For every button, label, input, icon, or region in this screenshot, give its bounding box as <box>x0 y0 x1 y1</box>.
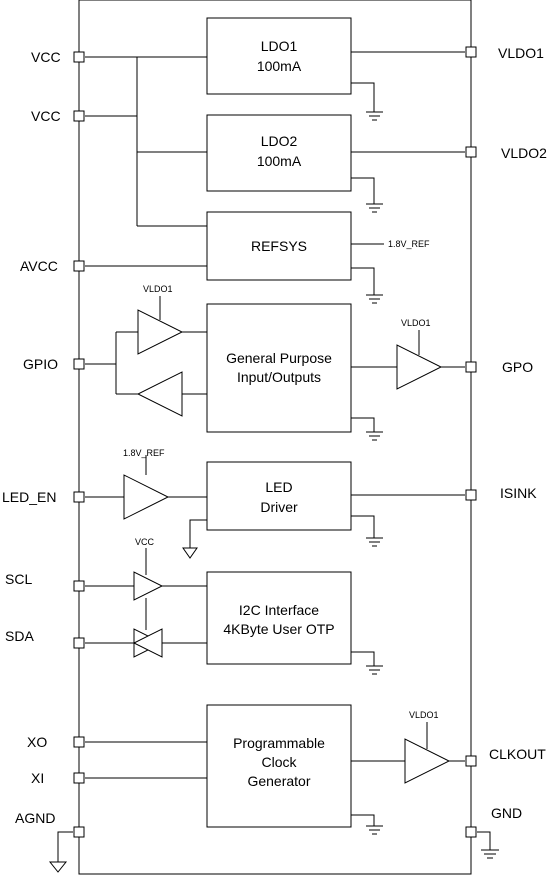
i2c-buffer-supply: VCC <box>135 537 155 547</box>
i2c-label-2: 4KByte User OTP <box>223 621 334 637</box>
gpio-block-label-1: General Purpose <box>226 350 332 366</box>
clock-label-3: Generator <box>247 773 310 789</box>
gpio-pad <box>73 358 85 370</box>
gpio-block: General Purpose Input/Outputs <box>206 303 352 433</box>
vcc1-pad <box>73 51 85 63</box>
led-wiring <box>85 455 465 548</box>
ground-icon <box>351 417 383 441</box>
scl-buffer-icon <box>133 571 164 601</box>
vldo2-pad <box>465 146 477 158</box>
ldo1-block: LDO1 100mA <box>206 17 352 95</box>
ldo2-block: LDO2 100mA <box>206 114 352 192</box>
ldo1-current: 100mA <box>257 58 302 74</box>
pin-label-vldo2: VLDO2 <box>501 145 547 161</box>
gpio-input-buffer-icon <box>137 309 184 355</box>
led-en-pad <box>73 491 85 503</box>
xo-pad <box>73 736 85 748</box>
right-pin-labels: VLDO1 VLDO2 GPO ISINK CLKOUT GND <box>489 45 547 821</box>
pin-label-led-en: LED_EN <box>2 489 56 505</box>
right-pads <box>465 46 477 838</box>
refsys-block: REFSYS <box>206 211 352 281</box>
clock-wiring <box>85 722 465 779</box>
pin-label-scl: SCL <box>5 571 32 587</box>
i2c-wiring <box>85 548 207 644</box>
supply-wiring <box>85 51 465 267</box>
gpio-block-label-2: Input/Outputs <box>237 369 321 385</box>
pin-label-vcc1: VCC <box>31 49 61 65</box>
pin-label-gpio: GPIO <box>23 356 58 372</box>
ground-icon <box>351 651 383 675</box>
led-en-buffer-icon <box>123 474 170 520</box>
vldo1-pad <box>465 46 477 58</box>
pin-label-xi: XI <box>31 770 44 786</box>
pin-label-clkout: CLKOUT <box>489 746 546 762</box>
sda-buffer-out-icon <box>132 628 163 658</box>
pin-label-xo: XO <box>27 734 47 750</box>
agnd-pad <box>73 826 85 838</box>
clk-buffer-supply: VLDO1 <box>409 710 439 720</box>
xi-pad <box>73 772 85 784</box>
clkout-pad <box>465 755 477 767</box>
ref-output-label: 1.8V_REF <box>388 239 430 249</box>
isink-pad <box>465 489 477 501</box>
led-driver-label-2: Driver <box>260 499 298 515</box>
led-buffer-supply: 1.8V_REF <box>123 448 165 458</box>
clock-block: Programmable Clock Generator <box>206 704 352 828</box>
gnd-pad <box>465 826 477 838</box>
gpio-buffer-supply: VLDO1 <box>143 284 173 294</box>
i2c-label-1: I2C Interface <box>239 602 319 618</box>
ldo1-label: LDO1 <box>261 38 298 54</box>
ground-icon <box>351 814 383 835</box>
ldo2-label: LDO2 <box>261 133 298 149</box>
clkout-buffer-icon <box>404 738 451 784</box>
ldo2-current: 100mA <box>257 153 302 169</box>
ground-icon <box>351 177 383 213</box>
ground-icon <box>351 515 383 547</box>
signal-ground-icon <box>182 547 198 559</box>
avcc-pad <box>73 260 85 272</box>
clock-label-1: Programmable <box>233 735 325 751</box>
led-driver-label-1: LED <box>265 479 292 495</box>
sda-pad <box>73 637 85 649</box>
pin-label-gnd: GND <box>491 805 522 821</box>
pin-label-isink: ISINK <box>500 485 537 501</box>
left-pin-labels: VCC VCC AVCC GPIO LED_EN SCL SDA XO XI A… <box>2 49 61 826</box>
agnd-ground-icon <box>48 831 73 873</box>
chip-outline <box>78 0 472 875</box>
gnd-ground-icon <box>477 831 499 859</box>
gpio-output-buffer-icon <box>136 371 183 417</box>
gpio-wiring <box>85 296 465 395</box>
vcc2-pad <box>73 110 85 122</box>
pin-label-agnd: AGND <box>15 810 55 826</box>
gpo-buffer-supply: VLDO1 <box>401 318 431 328</box>
led-driver-block: LED Driver <box>206 461 352 531</box>
pin-label-sda: SDA <box>5 628 34 644</box>
pin-label-vcc2: VCC <box>31 108 61 124</box>
ground-icon <box>351 82 383 121</box>
i2c-block: I2C Interface 4KByte User OTP <box>206 571 352 665</box>
ground-icon <box>351 267 383 304</box>
gpo-buffer-icon <box>396 344 443 390</box>
pin-label-vldo1: VLDO1 <box>498 45 544 61</box>
left-pads <box>73 51 85 838</box>
gpo-pad <box>465 361 477 373</box>
scl-pad <box>73 580 85 592</box>
pin-label-avcc: AVCC <box>20 258 58 274</box>
refsys-label: REFSYS <box>251 238 307 254</box>
clock-label-2: Clock <box>261 754 297 770</box>
pin-label-gpo: GPO <box>502 359 533 375</box>
